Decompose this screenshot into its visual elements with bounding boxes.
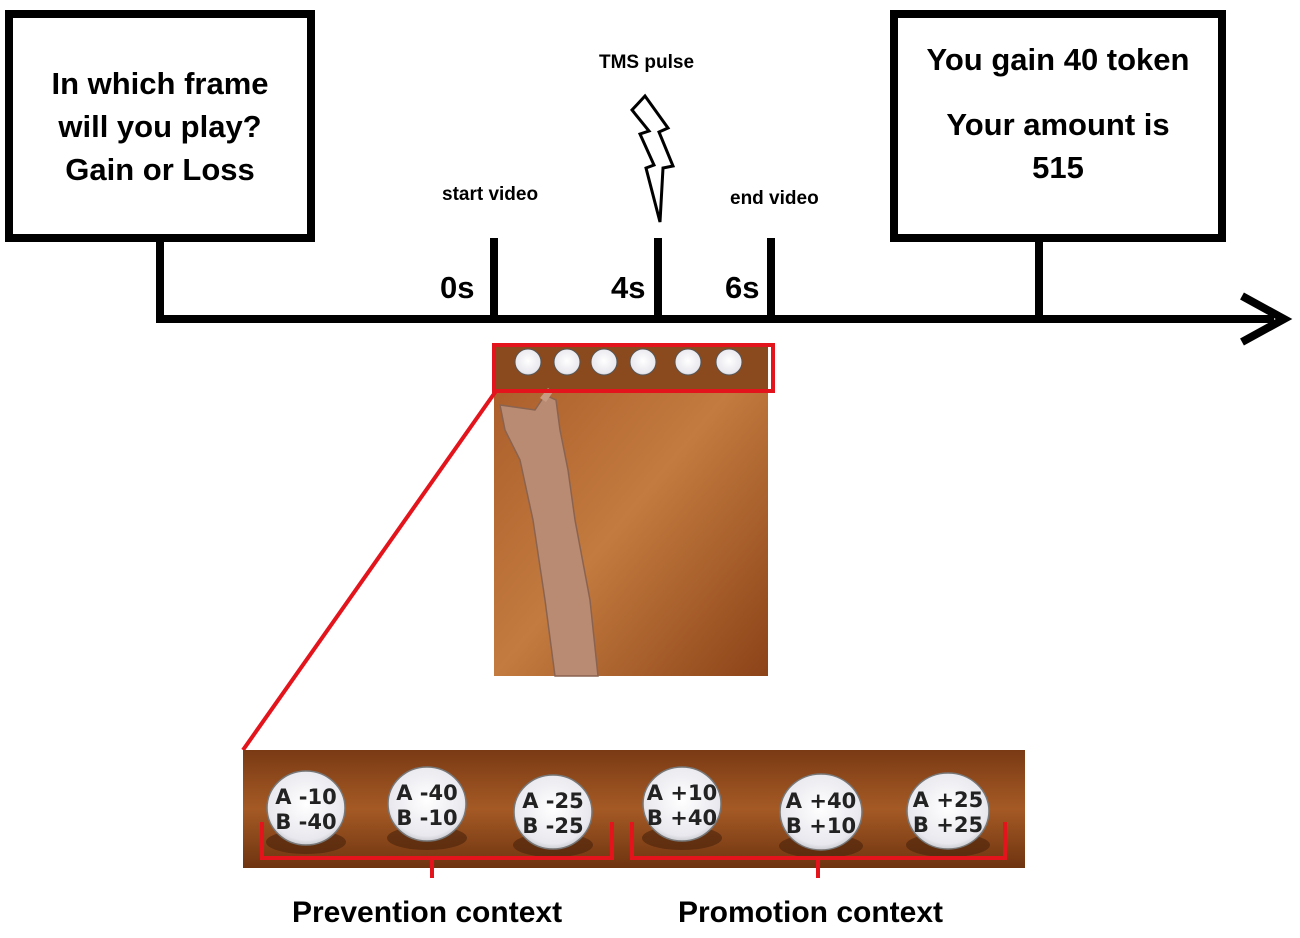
button-a-minus40-b-minus10: A -40 B -10 xyxy=(387,766,467,850)
tick-start-video xyxy=(490,238,498,318)
time-0s: 0s xyxy=(440,270,475,305)
promotion-brace xyxy=(630,822,1007,878)
tick-end-video xyxy=(767,238,775,318)
feedback-amount-label: Your amount is xyxy=(946,107,1170,142)
question-line-1: In which frame xyxy=(51,65,269,101)
time-6s: 6s xyxy=(725,270,760,305)
feedback-box: You gain 40 token Your amount is 515 xyxy=(890,10,1226,242)
question-box: In which frame will you play? Gain or Lo… xyxy=(5,10,315,242)
zoom-line xyxy=(241,389,498,752)
prevention-brace xyxy=(260,822,614,878)
time-4s: 4s xyxy=(611,270,646,305)
feedback-connector xyxy=(1035,242,1043,322)
question-line-2: will you play? xyxy=(58,108,262,144)
large-buttons: A -10 B -40 A -40 B -10 A -25 B -25 A +1… xyxy=(266,766,990,858)
promotion-context-label: Promotion context xyxy=(678,896,944,929)
btn4-b: B +40 xyxy=(647,806,717,830)
question-line-3: Gain or Loss xyxy=(65,151,255,187)
btn1-b: B -40 xyxy=(275,810,336,834)
tms-pulse-label: TMS pulse xyxy=(599,52,695,73)
btn6-a: A +25 xyxy=(913,788,983,812)
btn2-b: B -10 xyxy=(396,806,457,830)
feedback-amount-value: 515 xyxy=(1032,150,1084,185)
timeline-arrowhead xyxy=(1240,292,1293,346)
btn4-a: A +10 xyxy=(647,781,717,805)
tick-tms xyxy=(654,238,662,318)
btn3-b: B -25 xyxy=(522,814,583,838)
btn5-b: B +10 xyxy=(786,814,856,838)
end-video-label: end video xyxy=(730,188,819,209)
lightning-bolt-icon xyxy=(630,93,676,223)
feedback-gain-text: You gain 40 token xyxy=(926,42,1190,77)
button-a-minus25-b-minus25: A -25 B -25 xyxy=(513,774,593,857)
timeline-axis xyxy=(156,315,1274,323)
thumbnail-buttons xyxy=(514,348,743,376)
zoom-highlight-box xyxy=(492,343,775,393)
button-a-plus10-b-plus40: A +10 B +40 xyxy=(642,766,722,850)
question-connector xyxy=(156,242,164,322)
btn5-a: A +40 xyxy=(786,789,856,813)
btn2-a: A -40 xyxy=(396,781,458,805)
btn3-a: A -25 xyxy=(522,789,584,813)
prevention-context-label: Prevention context xyxy=(292,896,563,929)
button-a-plus25-b-plus25: A +25 B +25 xyxy=(906,772,990,857)
btn6-b: B +25 xyxy=(913,813,983,837)
button-a-plus40-b-plus10: A +40 B +10 xyxy=(779,773,863,858)
btn1-a: A -10 xyxy=(275,785,337,809)
video-frame xyxy=(492,343,775,677)
start-video-label: start video xyxy=(442,184,539,205)
button-a-minus10-b-minus40: A -10 B -40 xyxy=(266,770,346,854)
